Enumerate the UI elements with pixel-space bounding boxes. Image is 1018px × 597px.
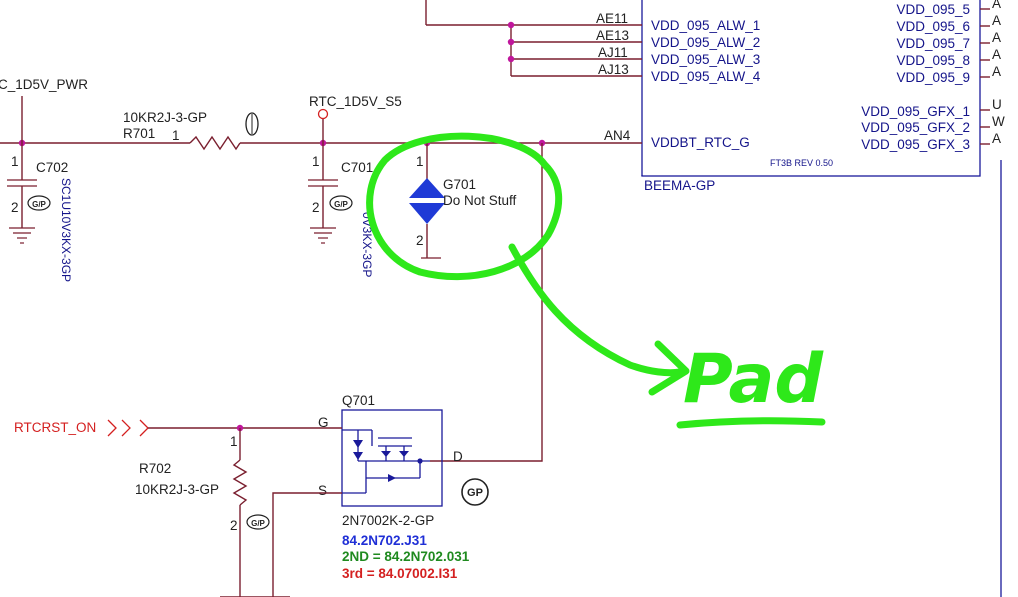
q701-pn3: 3rd = 84.07002.I31: [342, 566, 458, 581]
g701-top-triangle: [409, 178, 445, 198]
gap-g701: 1 2 G701 Do Not Stuff: [409, 143, 517, 259]
chip-body: [641, 0, 981, 177]
junction-dot: [507, 55, 515, 63]
rtc-rail: C_1D5V_PWR RTC_1D5V_S5 10KR2J-3-GP R701 …: [0, 77, 642, 151]
pin-label-vdd5: VDD_095_5: [896, 2, 970, 17]
q701-pn2: 2ND = 84.2N702.031: [342, 549, 470, 564]
c702-pin1: 1: [11, 154, 19, 169]
edge-letter-4: A: [992, 47, 1001, 62]
gp-small-text: G/P: [32, 200, 46, 209]
r701-value: 10KR2J-3-GP: [123, 110, 207, 125]
highlight-arrow-line: [508, 243, 684, 377]
drain-wire: [430, 143, 543, 462]
c702-ref: C702: [36, 160, 68, 175]
pin-label-vdd7: VDD_095_7: [896, 36, 970, 51]
g701-pin2: 2: [416, 233, 424, 248]
pin-label-vddbt: VDDBT_RTC_G: [651, 135, 750, 150]
net-label-rtcrst: RTCRST_ON: [14, 420, 96, 435]
r701-ref: R701: [123, 126, 155, 141]
ball-aj13: AJ13: [598, 62, 629, 77]
c701-pin1: 1: [312, 154, 320, 169]
edge-letter-5: A: [992, 64, 1001, 79]
annotation-underline: [676, 417, 826, 429]
edge-letter-2: A: [992, 13, 1001, 28]
ball-aj11: AJ11: [598, 45, 628, 60]
r702-zigzag: [232, 459, 248, 506]
arrow-head-icon: [648, 340, 690, 396]
q701-pin-s: S: [318, 483, 327, 498]
chip-beema: FT3B REV 0.50 BEEMA-GP VDD_095_ALW_1 VDD…: [596, 0, 1005, 597]
g701-ref: G701: [443, 177, 476, 192]
r701-pin1: 1: [172, 128, 180, 143]
gp-badge: [461, 478, 489, 506]
pin-label-vdd9: VDD_095_9: [896, 70, 970, 85]
r702-value: 10KR2J-3-GP: [135, 482, 219, 497]
q701-body: [341, 409, 443, 507]
c702-pin2: 2: [11, 200, 19, 215]
mosfet-q701: Q701 2N7002K-2-GP G S D 84.2N702.J31: [318, 393, 489, 581]
ball-ae13: AE13: [596, 28, 629, 43]
edge-letter-8: A: [992, 131, 1001, 146]
cap-c702: C702 1 2 G/P SC1U10V3KX-3GP: [7, 143, 73, 282]
edge-letter-6: U: [992, 97, 1002, 112]
pin-label-gfx1: VDD_095_GFX_1: [861, 104, 970, 119]
highlight-circle: [366, 132, 563, 281]
net-label-rtc-s5: RTC_1D5V_S5: [309, 94, 402, 109]
gate-network: RTCRST_ON 1 2 R702 10KR2J-3-GP G/P: [14, 419, 342, 597]
g701-note: Do Not Stuff: [443, 193, 517, 208]
cap-c701: C701 1 2 G/P 0V3KX-3GP: [308, 143, 374, 277]
c701-ref: C701: [341, 160, 373, 175]
q701-pn1: 84.2N702.J31: [342, 533, 427, 548]
pin-label-vdd8: VDD_095_8: [896, 53, 970, 68]
edge-letter-7: W: [992, 114, 1005, 129]
pin-label-alw3: VDD_095_ALW_3: [651, 52, 760, 67]
alw-wiring: [425, 0, 642, 77]
gp-small-r702: [246, 514, 270, 530]
chip-name: BEEMA-GP: [644, 178, 715, 193]
annotation-text: Pad: [683, 340, 824, 419]
ball-an4: AN4: [604, 128, 631, 143]
q701-value: 2N7002K-2-GP: [342, 513, 434, 528]
g701-bottom-triangle: [409, 203, 445, 224]
chip-rev: FT3B REV 0.50: [770, 158, 833, 168]
junction-dot: [507, 38, 515, 46]
edge-letter-3: A: [992, 30, 1001, 45]
pin-label-gfx2: VDD_095_GFX_2: [861, 120, 970, 135]
gp-small-c701: [329, 195, 353, 211]
junction-dot: [507, 21, 515, 29]
pin-label-vdd6: VDD_095_6: [896, 19, 970, 34]
c701-value: 0V3KX-3GP: [360, 212, 374, 277]
ball-ae11: AE11: [596, 11, 628, 26]
pad-annotation: Pad: [366, 132, 826, 429]
gp-small-text: G/P: [251, 519, 265, 528]
r702-pin1: 1: [230, 434, 238, 449]
c701-pin2: 2: [312, 200, 320, 215]
r702-ref: R702: [139, 461, 171, 476]
gp-badge-text: GP: [467, 487, 483, 499]
pin-label-alw4: VDD_095_ALW_4: [651, 69, 761, 84]
gp-small-c702: [27, 195, 51, 211]
q701-pin-g: G: [318, 415, 329, 430]
gp-small-text: G/P: [334, 200, 348, 209]
net-label-rtc-pwr: C_1D5V_PWR: [0, 77, 88, 92]
q701-ref: Q701: [342, 393, 375, 408]
offpage-arrow-icon: [107, 419, 117, 437]
net-port-circle: [317, 108, 329, 120]
c702-value: SC1U10V3KX-3GP: [59, 178, 73, 282]
q701-pin-d: D: [453, 449, 463, 464]
pin-label-alw1: VDD_095_ALW_1: [651, 18, 760, 33]
pin-label-gfx3: VDD_095_GFX_3: [861, 137, 970, 152]
edge-letter-1: A: [992, 0, 1001, 11]
pin-label-alw2: VDD_095_ALW_2: [651, 35, 760, 50]
g701-pin1: 1: [416, 154, 424, 169]
r702-pin2: 2: [230, 518, 238, 533]
